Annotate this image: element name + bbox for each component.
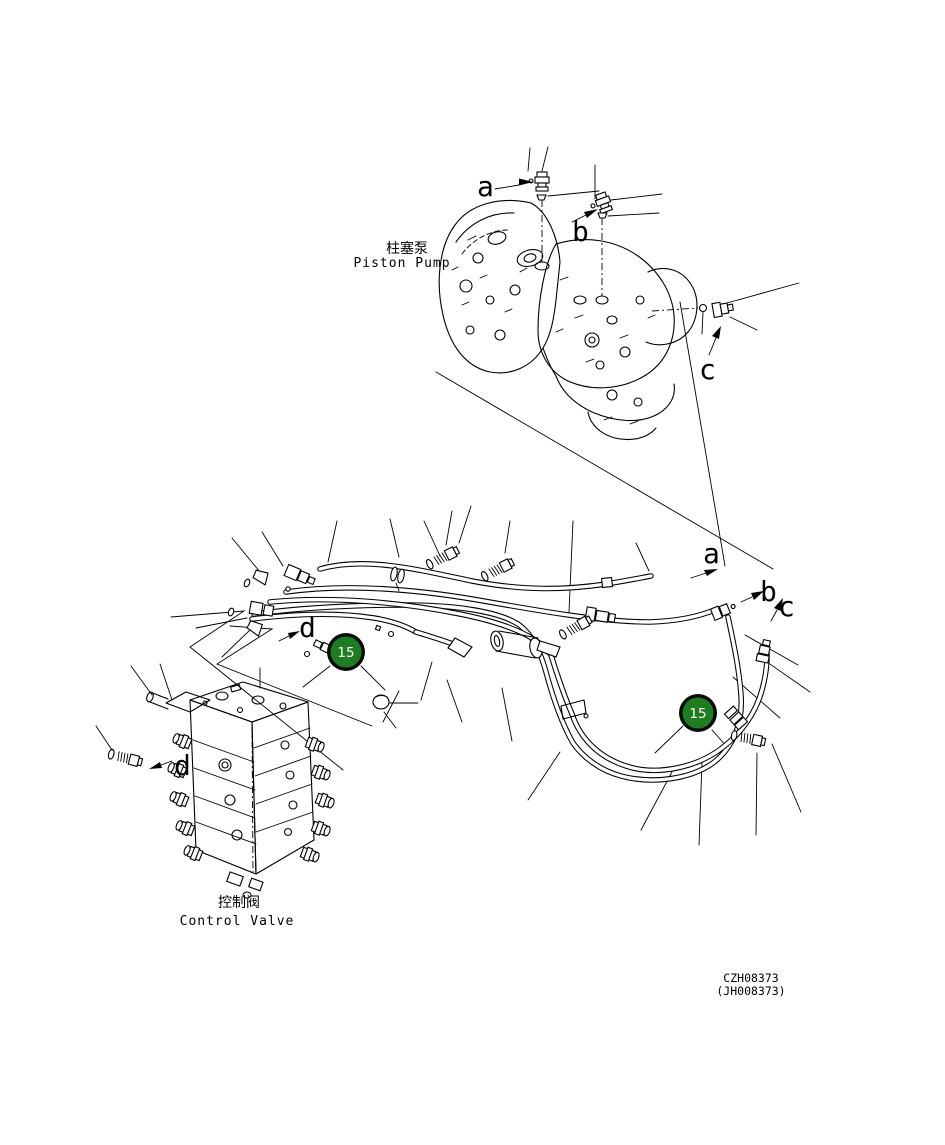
- pump-label-c: c: [699, 353, 716, 386]
- bolt-3: [559, 615, 593, 640]
- bolt-1: [425, 545, 461, 570]
- part-badge-15-left[interactable]: 15: [327, 633, 365, 671]
- hose-c-end-fitting: [755, 638, 772, 664]
- hose-arrow-b: [751, 591, 764, 600]
- pump-label-a: a: [477, 170, 494, 203]
- drawing-code: CZH08373 (JH008373): [716, 971, 785, 998]
- pump-title-en: Piston Pump: [353, 256, 450, 271]
- hose-fittings: [227, 545, 772, 748]
- hose-arrow-a: [704, 569, 718, 576]
- round-plug: [372, 694, 419, 729]
- hose-clamp: [560, 699, 589, 720]
- hose-b-inline-fitting: [584, 606, 617, 623]
- hose-label-b: b: [760, 575, 777, 608]
- junction-assembly: [447, 630, 561, 659]
- hose-bundle-left-fitting: [248, 600, 275, 617]
- part-badge-15-right[interactable]: 15: [679, 694, 717, 732]
- bolt-4: [730, 730, 767, 748]
- control-valve-drawing: d 控制阀 Control Valve: [95, 663, 335, 929]
- hose-callouts: a b c d: [278, 537, 795, 644]
- drawing-code-secondary: (JH008373): [716, 984, 785, 998]
- pump-to-hose-leader-lines: [435, 301, 774, 570]
- hose-label-c: c: [778, 590, 795, 623]
- pump-label-b: b: [572, 215, 589, 248]
- pump-arrow-b: [584, 209, 598, 218]
- hose-b-end-fitting: [709, 603, 736, 622]
- hose-label-a: a: [703, 537, 720, 570]
- hose-arrow-d: [288, 631, 300, 639]
- hose-c-coupler-fitting: [723, 705, 749, 731]
- pump-callouts: a b c 柱塞泵 Piston Pump: [353, 170, 721, 386]
- badge-fill: [330, 636, 362, 668]
- hose-label-d: d: [299, 611, 316, 644]
- badge-fill: [682, 697, 714, 729]
- drawing-code-primary: CZH08373: [723, 971, 778, 985]
- valve-loose-bolt: [107, 748, 144, 768]
- hose-arrow-c: [774, 598, 783, 611]
- pump-port-c-fitting: [651, 282, 800, 335]
- pump-port-a-fitting: [527, 146, 600, 262]
- pump-arrow-a: [519, 178, 533, 186]
- valve-arrow-d: [149, 762, 162, 769]
- badge-number: 15: [689, 706, 706, 722]
- pump-title-zh: 柱塞泵: [386, 240, 428, 257]
- piston-pump-drawing: [438, 200, 698, 441]
- valve-label-d: d: [174, 749, 191, 782]
- hose-a-end-fitting: [283, 563, 316, 586]
- pump-port-b-fitting: [590, 164, 663, 296]
- bolt-2: [480, 557, 516, 582]
- pump-arrow-c: [712, 326, 721, 339]
- valve-title-en: Control Valve: [180, 914, 295, 929]
- valve-title-zh: 控制阀: [218, 895, 260, 911]
- badge-number: 15: [337, 645, 354, 661]
